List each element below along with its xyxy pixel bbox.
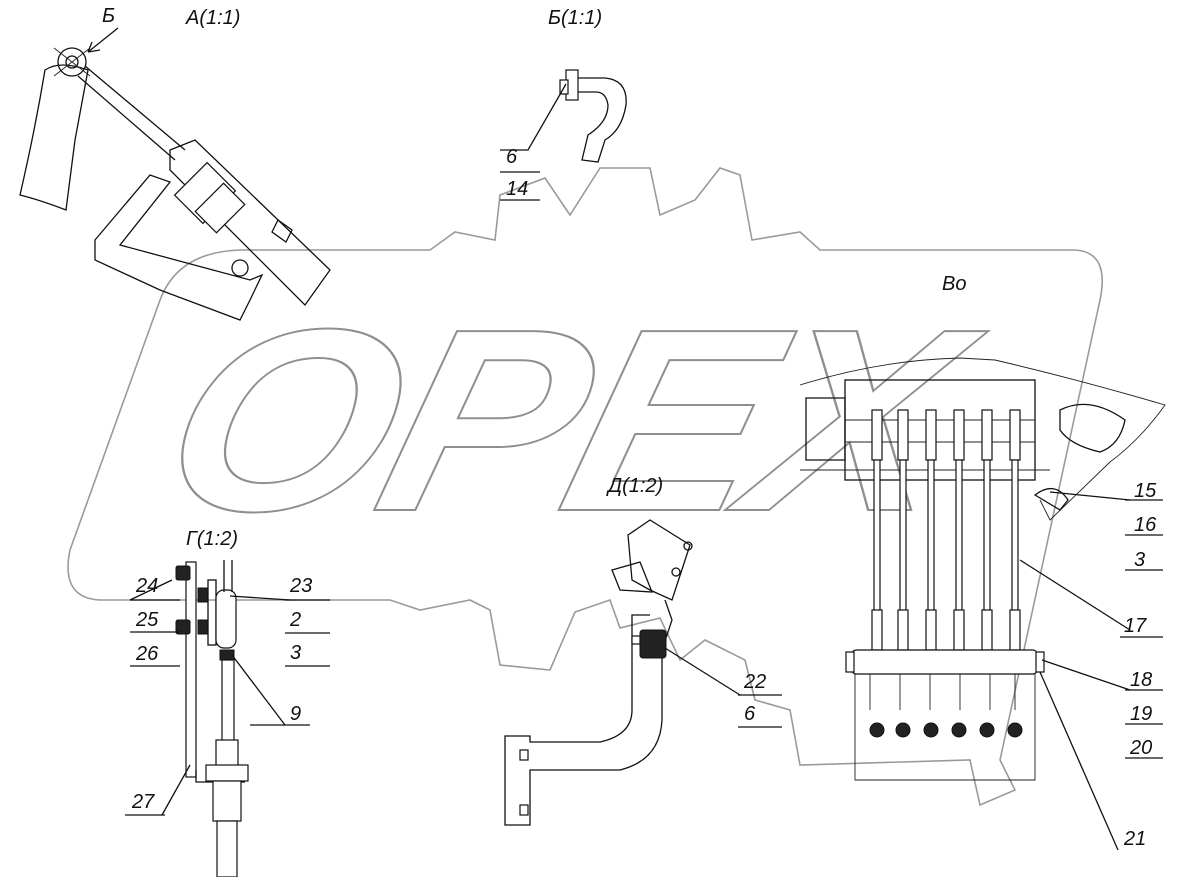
view-d-drawing (504, 519, 782, 826)
arrow-b-label: Б (102, 5, 115, 27)
callout-g-27: 27 (131, 791, 155, 813)
vo-crossbar (851, 649, 1038, 675)
view-vo-drawing (799, 357, 1166, 851)
callout-d-22: 22 (743, 671, 766, 693)
callout-b-14: 14 (506, 178, 528, 200)
callout-g-9: 9 (290, 703, 301, 725)
view-title-d: Д(1:2) (606, 475, 663, 497)
view-g-drawing (125, 560, 330, 877)
callout-r-20: 20 (1129, 737, 1152, 759)
view-b-drawing (500, 69, 627, 201)
view-title-vo: Во (942, 273, 966, 295)
callout-r-19: 19 (1130, 703, 1152, 725)
callout-g-23: 23 (289, 575, 312, 597)
callout-r-18: 18 (1130, 669, 1152, 691)
view-title-g: Г(1:2) (186, 528, 238, 550)
view-a-drawing (19, 47, 331, 321)
vo-rod-group (869, 409, 1023, 738)
callout-b-6: 6 (506, 146, 518, 168)
vo-rod (979, 409, 995, 738)
view-title-b: Б(1:1) (548, 7, 602, 29)
callout-g-24: 24 (135, 575, 158, 597)
vo-rod (923, 409, 939, 738)
view-arrow-b (87, 27, 119, 53)
callout-r-15: 15 (1134, 480, 1157, 502)
callout-r-16: 16 (1134, 514, 1157, 536)
callout-d-6: 6 (744, 703, 756, 725)
callout-g-2: 2 (289, 609, 301, 631)
view-title-a: А(1:1) (185, 7, 240, 29)
callout-g-26: 26 (135, 643, 159, 665)
vo-rod (869, 409, 885, 738)
callout-g-25: 25 (135, 609, 159, 631)
callout-r-21: 21 (1123, 828, 1146, 850)
callout-g-3: 3 (290, 642, 301, 664)
vo-rod (951, 409, 967, 738)
callout-r-3: 3 (1134, 549, 1145, 571)
vo-rod (895, 409, 911, 738)
callout-r-17: 17 (1124, 615, 1147, 637)
